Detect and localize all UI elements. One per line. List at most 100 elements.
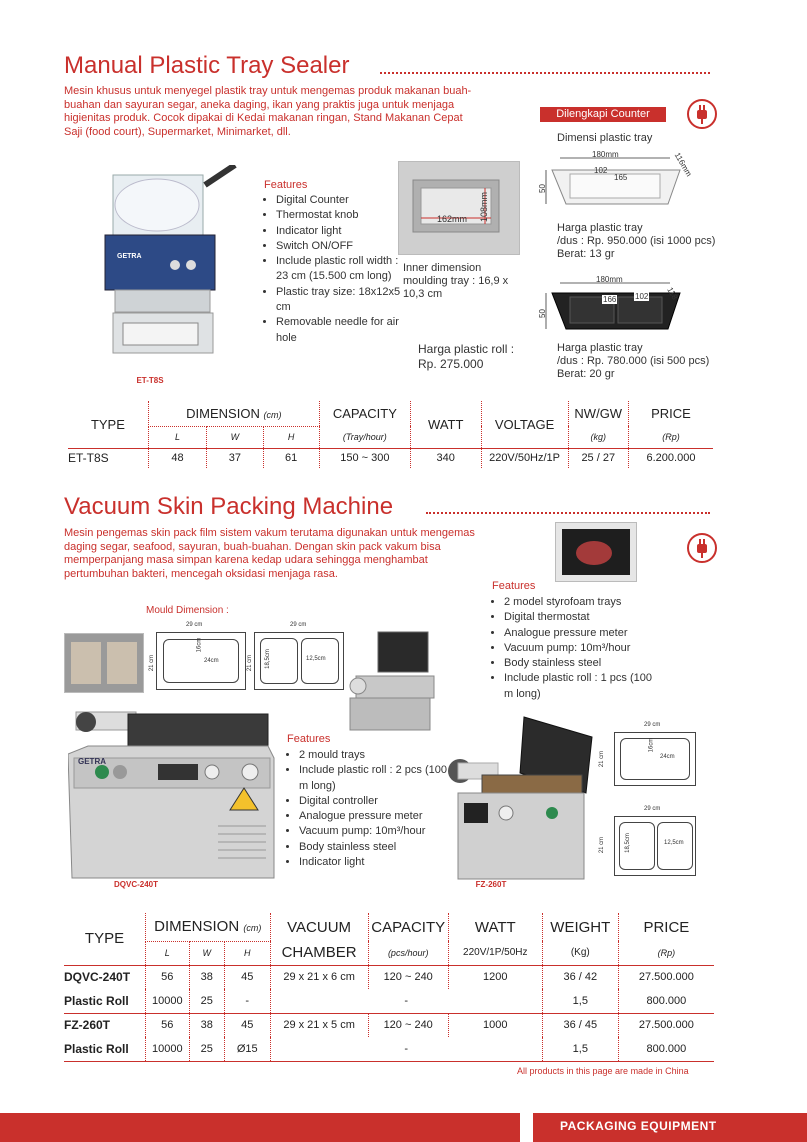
mould-a-inner xyxy=(163,639,239,683)
fz-mould-b-diagram: 29 cm 21 cm 18,5cm 12,5cm xyxy=(599,806,700,882)
fz-mould-b-height: 21 cm xyxy=(599,836,606,854)
cell: 48 xyxy=(147,448,207,468)
fz-260t-photo xyxy=(442,713,597,889)
cell: 29 x 21 x 5 cm xyxy=(269,1013,369,1037)
cell: 61 xyxy=(262,448,320,468)
cell: 10000 xyxy=(145,989,190,1014)
vacuum-description: Mesin pengemas skin pack film sistem vak… xyxy=(64,527,475,580)
col-watt: WATT xyxy=(409,401,482,449)
skin-pack-photo xyxy=(555,522,637,582)
fz-mould-a-inner xyxy=(620,738,690,780)
fz-mould-a-inner-w: 24cm xyxy=(660,754,675,760)
cell: Ø15 xyxy=(223,1037,270,1062)
feature-item: Body stainless steel xyxy=(299,840,459,855)
mould-dim-length: 162mm xyxy=(437,214,468,224)
mould-b-inner-w: 12,5cm xyxy=(306,656,326,662)
col-h: H xyxy=(223,941,270,966)
mould-dim-width: 108mm xyxy=(479,192,489,223)
cell: 45 xyxy=(223,1013,270,1037)
col-vacuum: VACUUM xyxy=(269,913,369,941)
vacuum-title: Vacuum Skin Packing Machine xyxy=(64,493,394,520)
tray2-inner-w: 102 xyxy=(634,292,650,301)
feature-item: Body stainless steel xyxy=(504,656,664,671)
col-l: L xyxy=(145,941,190,966)
cell: 38 xyxy=(188,965,225,989)
fz-mould-b-cell xyxy=(657,822,693,870)
fz-mould-a-height: 21 cm xyxy=(599,750,606,768)
price-unit: (Rp) xyxy=(627,426,713,449)
tray-sealer-features: Digital Counter Thermostat knob Indicato… xyxy=(264,193,401,346)
col-price: PRICE xyxy=(627,401,713,426)
price-unit: (Rp) xyxy=(617,941,714,966)
cell: 800.000 xyxy=(617,1037,714,1062)
inner-dimension: Inner dimension moulding tray : 16,9 x 1… xyxy=(403,262,509,300)
mould-a-outer xyxy=(156,632,246,690)
col-nwgw: NW/GW xyxy=(567,401,629,426)
cell: 1,5 xyxy=(541,1037,619,1062)
cell: 800.000 xyxy=(617,989,714,1014)
tray1-inner-l: 165 xyxy=(614,173,628,182)
cell: Plastic Roll xyxy=(64,1037,146,1062)
feature-item: 2 model styrofoam trays xyxy=(504,595,664,610)
tray2-price-title: Harga plastic tray xyxy=(557,342,643,354)
footer-bar-left xyxy=(0,1113,520,1142)
mould-b-cell xyxy=(260,638,298,684)
moulding-tray-photo: 162mm 108mm xyxy=(398,161,520,255)
machine-brand: GETRA xyxy=(117,253,142,260)
product-label-dqvc-240t: DQVC-240T xyxy=(113,880,158,889)
power-plug-icon xyxy=(687,533,717,563)
capacity-unit: (Tray/hour) xyxy=(318,426,411,449)
fz-mould-b-width: 29 cm xyxy=(644,806,661,812)
feature-item: Removable needle for air hole xyxy=(276,315,401,346)
cell: 150 ~ 300 xyxy=(318,448,411,468)
counter-badge: Dilengkapi Counter xyxy=(540,107,666,122)
cell: - xyxy=(269,1037,543,1062)
col-capacity: CAPACITY xyxy=(367,913,449,941)
feature-item: Indicator light xyxy=(276,224,401,239)
features-heading: Features xyxy=(264,179,308,191)
col-watt: WATT xyxy=(447,913,543,941)
feature-item: Vacuum pump: 10m³/hour xyxy=(504,641,664,656)
mould-a-width: 29 cm xyxy=(186,622,203,628)
table-row: DQVC-240T 56 38 45 29 x 21 x 6 cm 120 ~ … xyxy=(64,965,714,989)
col-dimension: DIMENSION (cm) xyxy=(147,401,320,427)
tray2-price: /dus : Rp. 780.000 (isi 500 pcs) xyxy=(557,355,710,367)
feature-item: Vacuum pump: 10m³/hour xyxy=(299,824,459,839)
mould-a-inner-h: 16cm xyxy=(196,637,203,653)
cell: 56 xyxy=(145,1013,190,1037)
col-l: L xyxy=(147,426,207,449)
dqvc-features: 2 mould trays Include plastic roll : 2 p… xyxy=(287,748,459,870)
mould-b-outer xyxy=(254,632,344,690)
dimension-label: DIMENSION xyxy=(154,918,240,936)
tray1-weight: Berat: 13 gr xyxy=(557,248,615,260)
tray1-inner-w: 102 xyxy=(594,166,608,175)
col-dimension: DIMENSION (cm) xyxy=(145,913,270,942)
cell: 27.500.000 xyxy=(617,1013,714,1037)
cell: 38 xyxy=(188,1013,225,1037)
col-price: PRICE xyxy=(617,913,714,941)
feature-item: Include plastic roll width : 23 cm (15.5… xyxy=(276,254,401,285)
cell: 25 / 27 xyxy=(567,448,629,468)
capacity-unit: (pcs/hour) xyxy=(367,941,449,966)
footer-label: PACKAGING EQUIPMENT xyxy=(560,1119,717,1133)
mould-b-diagram: 29 cm 21 cm 18,5cm 12,5cm xyxy=(246,622,346,692)
tray-dimension-label: Dimensi plastic tray xyxy=(557,132,653,144)
weight-unit: (Kg) xyxy=(541,941,619,966)
feature-item: Indicator light xyxy=(299,855,459,870)
cell: 27.500.000 xyxy=(617,965,714,989)
col-type: TYPE xyxy=(64,913,146,966)
roll-price: Rp. 275.000 xyxy=(418,357,484,371)
feature-item: Thermostat knob xyxy=(276,208,401,223)
col-type: TYPE xyxy=(68,401,149,449)
features-heading: Features xyxy=(287,733,331,745)
cell: 1,5 xyxy=(541,989,619,1014)
tray2-inner-l: 166 xyxy=(602,295,618,304)
dqvc-240t-photo: GETRA xyxy=(67,706,278,882)
feature-item: Include plastic roll : 1 pcs (100 m long… xyxy=(504,671,664,702)
cell: FZ-260T xyxy=(64,1018,111,1033)
table-row: FZ-260T 56 38 45 29 x 21 x 5 cm 120 ~ 24… xyxy=(64,1013,714,1037)
feature-item: Analogue pressure meter xyxy=(504,626,664,641)
fz-mould-b-inner-h: 18,5cm xyxy=(624,833,631,853)
mould-b-inner-h: 18,5cm xyxy=(264,649,271,669)
dqvc-small-photo xyxy=(346,628,436,732)
